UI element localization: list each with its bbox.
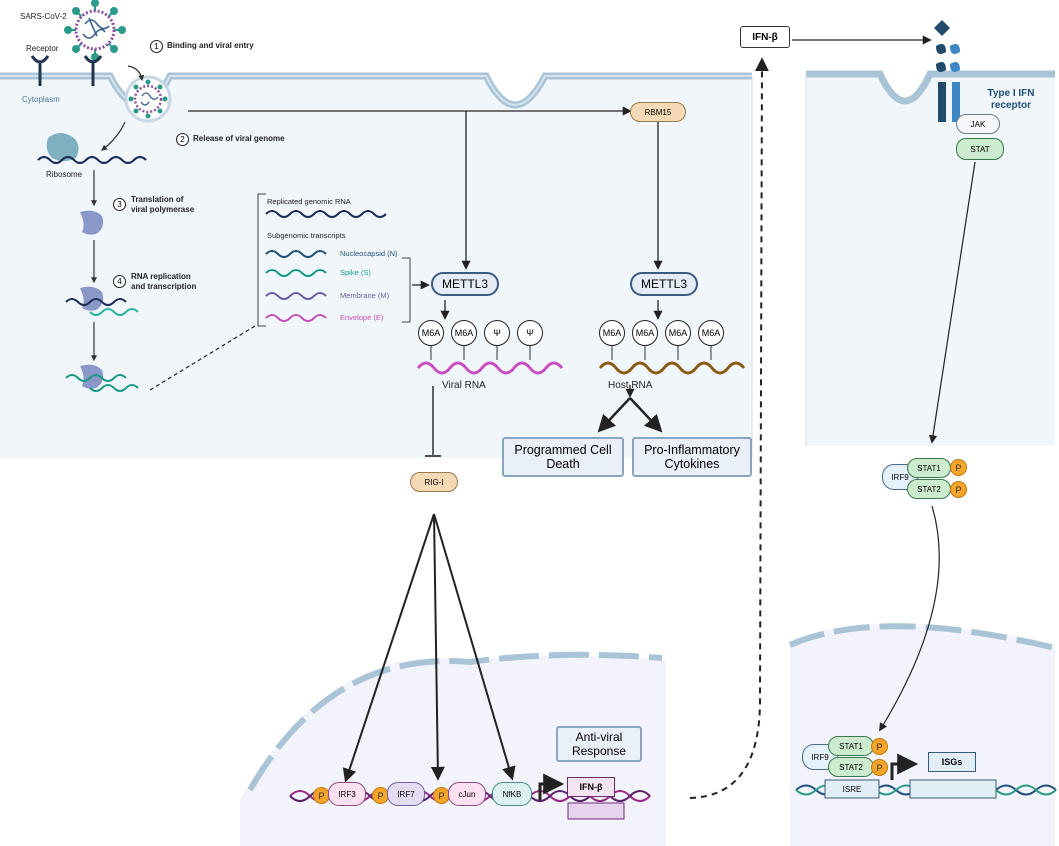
step-1-label: Binding and viral entry [167, 41, 254, 50]
host-rna-strand [598, 344, 746, 375]
ribosome-icon [46, 133, 79, 161]
step-4-number: 4 [113, 275, 126, 288]
host-mark-3: M6A [665, 320, 691, 346]
virus-label: SARS-CoV-2 [20, 12, 67, 21]
step-1-number: 1 [150, 40, 163, 53]
phospho-stat2-nuc: P [871, 759, 888, 776]
viral-mark-m6a-1: M6A [418, 320, 444, 346]
legend-replicated: Replicated genomic RNA [267, 197, 351, 206]
host-mark-4: M6A [698, 320, 724, 346]
viral-mark-psi-1: Ψ [484, 320, 510, 346]
irf3-pill: IRF3 [328, 782, 366, 806]
phospho-stat1-cyto: P [950, 459, 967, 476]
isre-label: ISRE [842, 784, 862, 794]
right-cell [806, 74, 1055, 446]
virus-icon [64, 0, 126, 61]
polymerase-icon [80, 210, 104, 235]
internalized-virus [124, 75, 172, 123]
step-4-label-1: RNA replication [131, 272, 191, 281]
ribosome-label: Ribosome [46, 170, 83, 179]
antiviral-response-box: Anti-viral Response [556, 726, 642, 762]
step-3-number: 3 [113, 198, 126, 211]
rig-i-pill: RIG-I [410, 472, 458, 492]
viral-mark-m6a-2: M6A [451, 320, 477, 346]
receptor-label: Receptor [26, 44, 59, 53]
rbm15-pill: RBM15 [630, 102, 686, 122]
step-2-number: 2 [176, 133, 189, 146]
legend-item-e: Envelope (E) [340, 313, 384, 322]
host-mark-1: M6A [599, 320, 625, 346]
ifn-receptor-icon [934, 20, 960, 122]
viral-genome [37, 155, 147, 165]
viral-mark-psi-2: Ψ [517, 320, 543, 346]
stat2-pill-cyto: STAT2 [907, 479, 951, 499]
stat2-pill-nuc: STAT2 [828, 757, 874, 777]
right-cell-membrane [806, 70, 1055, 105]
ifnb-gene: IFN-β [567, 777, 615, 797]
viral-rna-label: Viral RNA [442, 380, 486, 391]
legend-subgenomic: Subgenomic transcripts [267, 231, 346, 240]
legend-item-m: Membrane (M) [340, 291, 390, 300]
outcome-cell-death: Programmed Cell Death [502, 437, 624, 477]
step-2-label: Release of viral genome [193, 134, 285, 143]
isgs-box: ISGs [928, 752, 976, 772]
ifnb-secreted: IFN-β [740, 26, 790, 48]
ifn-receptor-label: Type I IFN receptor [987, 88, 1035, 111]
legend-item-n: Nucleocapsid (N) [340, 249, 398, 258]
step-4-label-2: and transcription [131, 282, 197, 291]
nucleus-right [790, 623, 1055, 846]
left-cell [0, 76, 752, 458]
irf7-pill: IRF7 [387, 782, 425, 806]
mettl3-viral: METTL3 [431, 272, 499, 296]
stat-pill: STAT [956, 138, 1004, 160]
nfkb-pill: NfKB [492, 782, 532, 806]
host-mark-2: M6A [632, 320, 658, 346]
host-rna-label: Host RNA [608, 380, 653, 391]
mettl3-host: METTL3 [630, 272, 698, 296]
viral-rna-strand [416, 344, 564, 375]
phospho-stat2-cyto: P [950, 481, 967, 498]
step-3-label-1: Translation of [131, 195, 184, 204]
cytoplasm-label: Cytoplasm [22, 95, 60, 104]
receptor-bound [83, 55, 103, 86]
phospho-stat1-nuc: P [871, 738, 888, 755]
stat1-pill-nuc: STAT1 [828, 736, 874, 756]
cjun-pill: cJun [448, 782, 486, 806]
stat1-pill-cyto: STAT1 [907, 458, 951, 478]
step-3-label-2: viral polymerase [131, 205, 195, 214]
receptor-left [30, 55, 50, 86]
legend-item-s: Spike (S) [340, 268, 371, 277]
jak-pill: JAK [956, 114, 1000, 134]
outcome-cytokines: Pro-Inflammatory Cytokines [632, 437, 752, 477]
